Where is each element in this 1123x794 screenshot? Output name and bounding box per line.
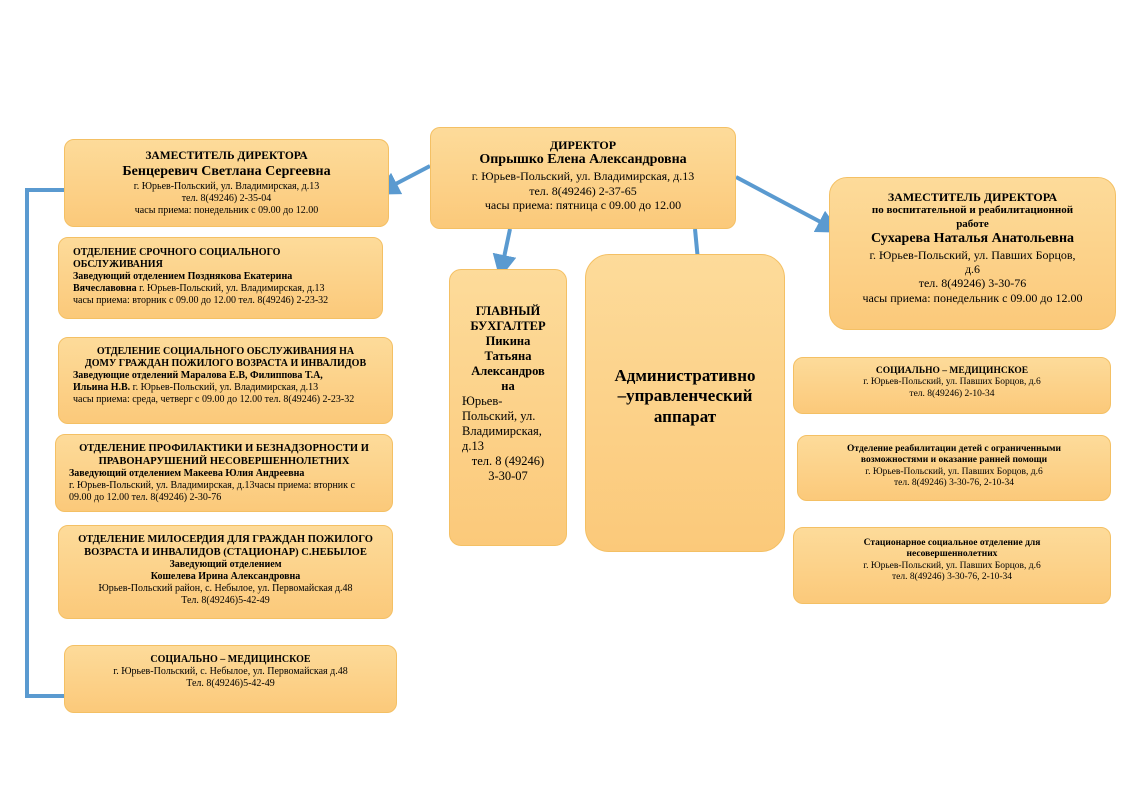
deputy-right-address-2: д.6	[964, 261, 981, 276]
dept-home-title-1: ОТДЕЛЕНИЕ СОЦИАЛЬНОГО ОБСЛУЖИВАНИЯ НА	[96, 346, 355, 357]
deputy-left-address: г. Юрьев-Польский, ул. Владимирская, д.1…	[133, 180, 320, 192]
dept-medical-right-address: г. Юрьев-Польский, ул. Павших Борцов, д.…	[863, 377, 1041, 388]
deputy-left-phone: тел. 8(49246) 2-35-04	[181, 192, 272, 204]
dept-rehab-title-2: возможностями и оказание ранней помощи	[860, 455, 1048, 466]
arrow-to-deputy-right	[735, 175, 841, 233]
dept-stationary-title-2: несовершеннолетних	[906, 549, 998, 560]
dept-stationary-address: г. Юрьев-Польский, ул. Павших Борцов, д.…	[863, 560, 1041, 571]
director-hours: часы приема: пятница с 09.00 до 12.00	[484, 197, 682, 212]
deputy-right-hours: часы приема: понедельник с 09.00 до 12.0…	[862, 290, 1083, 305]
dept-stationary-title-1: Стационарное социальное отделение для	[863, 538, 1041, 548]
dept-mercy-head-name: Кошелева Ирина Александровна	[150, 571, 301, 583]
deputy-right-subtitle-2: работе	[956, 217, 989, 230]
dept-urgent-head: Заведующий отделением Позднякова Екатери…	[73, 271, 293, 282]
deputy-right-box: ЗАМЕСТИТЕЛЬ ДИРЕКТОРА по воспитательной …	[829, 177, 1116, 330]
accountant-name-2: Татьяна	[484, 349, 532, 363]
admin-line-1: Административно	[614, 366, 756, 385]
dept-home-heads-1: Заведующие отделений Маралова Е.В, Филип…	[73, 370, 323, 381]
dept-home-title-2: ДОМУ ГРАЖДАН ПОЖИЛОГО ВОЗРАСТА И ИНВАЛИД…	[84, 358, 367, 369]
admin-line-2: –управленческий	[617, 386, 753, 406]
dept-urgent-title-1: ОТДЕЛЕНИЕ СРОЧНОГО СОЦИАЛЬНОГО	[73, 247, 281, 258]
dept-mercy-box: ОТДЕЛЕНИЕ МИЛОСЕРДИЯ ДЛЯ ГРАЖДАН ПОЖИЛОГ…	[58, 525, 393, 619]
dept-medical-right-title: СОЦИАЛЬНО – МЕДИЦИНСКОЕ	[875, 366, 1029, 376]
accountant-address-3: Владимирская,	[462, 424, 542, 438]
director-box: ДИРЕКТОР Опрышко Елена Александровна г. …	[430, 127, 736, 229]
dept-medical-left-phone: Тел. 8(49246)5-42-49	[186, 678, 275, 689]
dept-mercy-head-label: Заведующий отделением	[169, 559, 282, 571]
accountant-name-1: Пикина	[485, 334, 531, 348]
deputy-left-title: ЗАМЕСТИТЕЛЬ ДИРЕКТОРА	[145, 150, 308, 162]
dept-medical-right-box: СОЦИАЛЬНО – МЕДИЦИНСКОЕ г. Юрьев-Польски…	[793, 357, 1111, 414]
director-address: г. Юрьев-Польский, ул. Владимирская, д.1…	[471, 169, 695, 184]
dept-prevention-info-1: г. Юрьев-Польский, ул. Владимирская, д.1…	[69, 480, 355, 492]
dept-home-heads-2: Ильина Н.В.	[73, 382, 131, 393]
dept-urgent-hours: часы приема: вторник с 09.00 до 12.00 те…	[73, 295, 329, 306]
dept-mercy-title-2: ВОЗРАСТА И ИНВАЛИДОВ (СТАЦИОНАР) С.НЕБЫЛ…	[84, 546, 367, 558]
director-title: ДИРЕКТОР	[549, 138, 617, 152]
accountant-name-3: Александров	[471, 364, 545, 378]
dept-mercy-title-1: ОТДЕЛЕНИЕ МИЛОСЕРДИЯ ДЛЯ ГРАЖДАН ПОЖИЛОГ…	[78, 534, 373, 545]
dept-rehab-address: г. Юрьев-Польский, ул. Павших Борцов, д.…	[865, 466, 1043, 477]
dept-urgent-box: ОТДЕЛЕНИЕ СРОЧНОГО СОЦИАЛЬНОГО ОБСЛУЖИВА…	[58, 237, 383, 319]
accountant-address-2: Польский, ул.	[462, 409, 536, 423]
arrow-to-accountant	[492, 228, 517, 279]
accountant-address-4: д.13	[462, 439, 484, 453]
accountant-phone-1: тел. 8 (49246)	[471, 454, 545, 468]
accountant-address-1: Юрьев-	[462, 394, 503, 408]
arrow-to-deputy-left	[375, 164, 431, 195]
dept-prevention-box: ОТДЕЛЕНИЕ ПРОФИЛАКТИКИ И БЕЗНАДЗОРНОСТИ …	[55, 434, 393, 512]
dept-medical-left-title: СОЦИАЛЬНО – МЕДИЦИНСКОЕ	[150, 654, 311, 665]
dept-urgent-title-2: ОБСЛУЖИВАНИЯ	[73, 259, 163, 270]
accountant-title-1: ГЛАВНЫЙ	[475, 304, 541, 318]
deputy-right-title: ЗАМЕСТИТЕЛЬ ДИРЕКТОРА	[887, 190, 1058, 204]
dept-rehab-box: Отделение реабилитации детей с ограничен…	[797, 435, 1111, 501]
dept-mercy-address: Юрьев-Польский район, с. Небылое, ул. Пе…	[98, 583, 353, 595]
admin-apparatus-box: Административно –управленческий аппарат	[585, 254, 785, 552]
accountant-phone-2: 3-30-07	[488, 469, 528, 483]
dept-mercy-phone: Тел. 8(49246)5-42-49	[181, 595, 270, 607]
director-phone: тел. 8(49246) 2-37-65	[529, 183, 637, 198]
deputy-left-name: Бенцеревич Светлана Сергеевна	[122, 163, 331, 179]
deputy-left-box: ЗАМЕСТИТЕЛЬ ДИРЕКТОРА Бенцеревич Светлан…	[64, 139, 389, 227]
dept-medical-right-phone: тел. 8(49246) 2-10-34	[909, 388, 995, 399]
dept-prevention-info-2: 09.00 до 12.00 тел. 8(49246) 2-30-76	[69, 492, 222, 504]
dept-rehab-phone: тел. 8(49246) 3-30-76, 2-10-34	[894, 478, 1014, 489]
dept-urgent-head-name: Вячеславовна	[73, 283, 137, 294]
dept-home-hours: часы приема: среда, четверг с 09.00 до 1…	[73, 394, 355, 405]
admin-line-3: аппарат	[653, 406, 717, 426]
dept-medical-left-address: г. Юрьев-Польский, с. Небылое, ул. Перво…	[113, 666, 348, 677]
deputy-left-hours: часы приема: понедельник с 09.00 до 12.0…	[134, 204, 319, 216]
accountant-title-2: БУХГАЛТЕР	[470, 319, 546, 333]
deputy-right-subtitle-1: по воспитательной и реабилитационной	[871, 204, 1074, 217]
dept-home-box: ОТДЕЛЕНИЕ СОЦИАЛЬНОГО ОБСЛУЖИВАНИЯ НА ДО…	[58, 337, 393, 424]
deputy-right-address-1: г. Юрьев-Польский, ул. Павших Борцов,	[869, 247, 1076, 262]
dept-rehab-title-1: Отделение реабилитации детей с ограничен…	[847, 444, 1061, 454]
deputy-right-phone: тел. 8(49246) 3-30-76	[918, 276, 1027, 291]
dept-prevention-title-1: ОТДЕЛЕНИЕ ПРОФИЛАКТИКИ И БЕЗНАДЗОРНОСТИ …	[79, 443, 369, 454]
dept-urgent-address: г. Юрьев-Польский, ул. Владимирская, д.1…	[136, 283, 325, 294]
dept-prevention-head: Заведующий отделением Макеева Юлия Андре…	[69, 468, 305, 480]
dept-medical-left-box: СОЦИАЛЬНО – МЕДИЦИНСКОЕ г. Юрьев-Польски…	[64, 645, 397, 713]
accountant-name-4: на	[501, 379, 515, 393]
dept-stationary-phone: тел. 8(49246) 3-30-76, 2-10-34	[892, 572, 1012, 583]
director-name: Опрышко Елена Александровна	[479, 152, 687, 168]
chief-accountant-box: ГЛАВНЫЙ БУХГАЛТЕР Пикина Татьяна Алексан…	[449, 269, 567, 546]
dept-prevention-title-2: ПРАВОНАРУШЕНИЙ НЕСОВЕРШЕННОЛЕТНИХ	[98, 455, 350, 467]
dept-home-address: г. Юрьев-Польский, ул. Владимирская, д.1…	[130, 382, 319, 393]
dept-stationary-box: Стационарное социальное отделение для не…	[793, 527, 1111, 604]
deputy-right-name: Сухарева Наталья Анатольевна	[870, 230, 1075, 246]
